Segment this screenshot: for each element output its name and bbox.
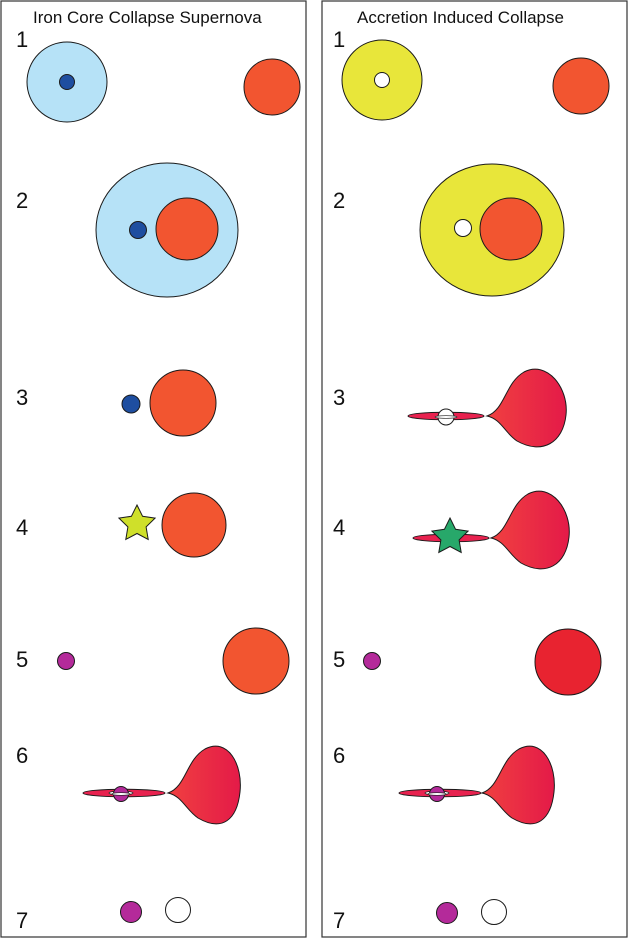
roche-lobe-donor [485, 368, 567, 448]
companion-star [243, 58, 301, 116]
stage-5-pulsar-and-companion [57, 627, 290, 695]
panel-accretion-induced-collapse: Accretion Induced Collapse 1 2 3 4 5 6 7 [321, 0, 628, 938]
step-label-1: 1 [333, 27, 345, 52]
stage-3-wd-accretion [407, 368, 567, 448]
stage-2-common-envelope [419, 163, 565, 297]
white-dwarf-core [374, 72, 390, 88]
panel-title: Iron Core Collapse Supernova [33, 8, 262, 27]
disk-front-band [434, 415, 458, 419]
stage-7-msp-and-white-dwarf [436, 899, 507, 925]
step-label-2: 2 [16, 188, 28, 213]
stage-4-supernova [117, 492, 227, 558]
panel-frame [0, 0, 307, 938]
compact-core [121, 394, 141, 414]
step-label-3: 3 [333, 385, 345, 410]
white-dwarf [165, 897, 191, 923]
step-label-4: 4 [16, 515, 28, 540]
companion-star [552, 57, 610, 115]
millisecond-pulsar [120, 901, 142, 923]
step-label-5: 5 [333, 647, 345, 672]
star-icon [430, 516, 470, 554]
roche-lobe-donor [489, 490, 570, 570]
white-dwarf-core [454, 219, 472, 237]
stage-5-pulsar-and-companion [363, 628, 602, 696]
step-label-5: 5 [16, 647, 28, 672]
stage-1-binary [26, 41, 301, 123]
companion-star [149, 369, 217, 437]
companion-star [155, 197, 219, 261]
companion-star [161, 492, 227, 558]
pulsar [363, 652, 381, 670]
pulsar [57, 652, 75, 670]
companion-star [479, 197, 543, 261]
panel-frame [321, 0, 628, 938]
stage-7-msp-and-white-dwarf [120, 897, 191, 923]
step-label-2: 2 [333, 188, 345, 213]
roche-lobe-donor [166, 745, 241, 825]
compact-core [59, 74, 75, 90]
step-label-3: 3 [16, 385, 28, 410]
panel-iron-core-collapse: Iron Core Collapse Supernova 1 2 3 4 5 6… [0, 0, 307, 938]
disk-front-band [427, 792, 447, 796]
panel-title: Accretion Induced Collapse [357, 8, 564, 27]
stage-1-binary [341, 39, 610, 121]
companion-star [222, 627, 290, 695]
step-label-7: 7 [16, 908, 28, 933]
step-label-4: 4 [333, 515, 345, 540]
stage-2-common-envelope [95, 162, 239, 298]
roche-lobe-donor [480, 745, 555, 825]
millisecond-pulsar [436, 902, 458, 924]
stage-6-lmxb-accretion [398, 745, 555, 825]
compact-core [129, 221, 147, 239]
step-label-6: 6 [333, 743, 345, 768]
disk-front-band [111, 792, 131, 796]
step-label-6: 6 [16, 743, 28, 768]
star-icon [117, 503, 157, 541]
companion-star [534, 628, 602, 696]
step-label-7: 7 [333, 908, 345, 933]
stage-6-lmxb-accretion [82, 745, 241, 825]
stage-3-detached [121, 369, 217, 437]
stage-4-collapse [412, 490, 570, 570]
step-label-1: 1 [16, 27, 28, 52]
white-dwarf [481, 899, 507, 925]
